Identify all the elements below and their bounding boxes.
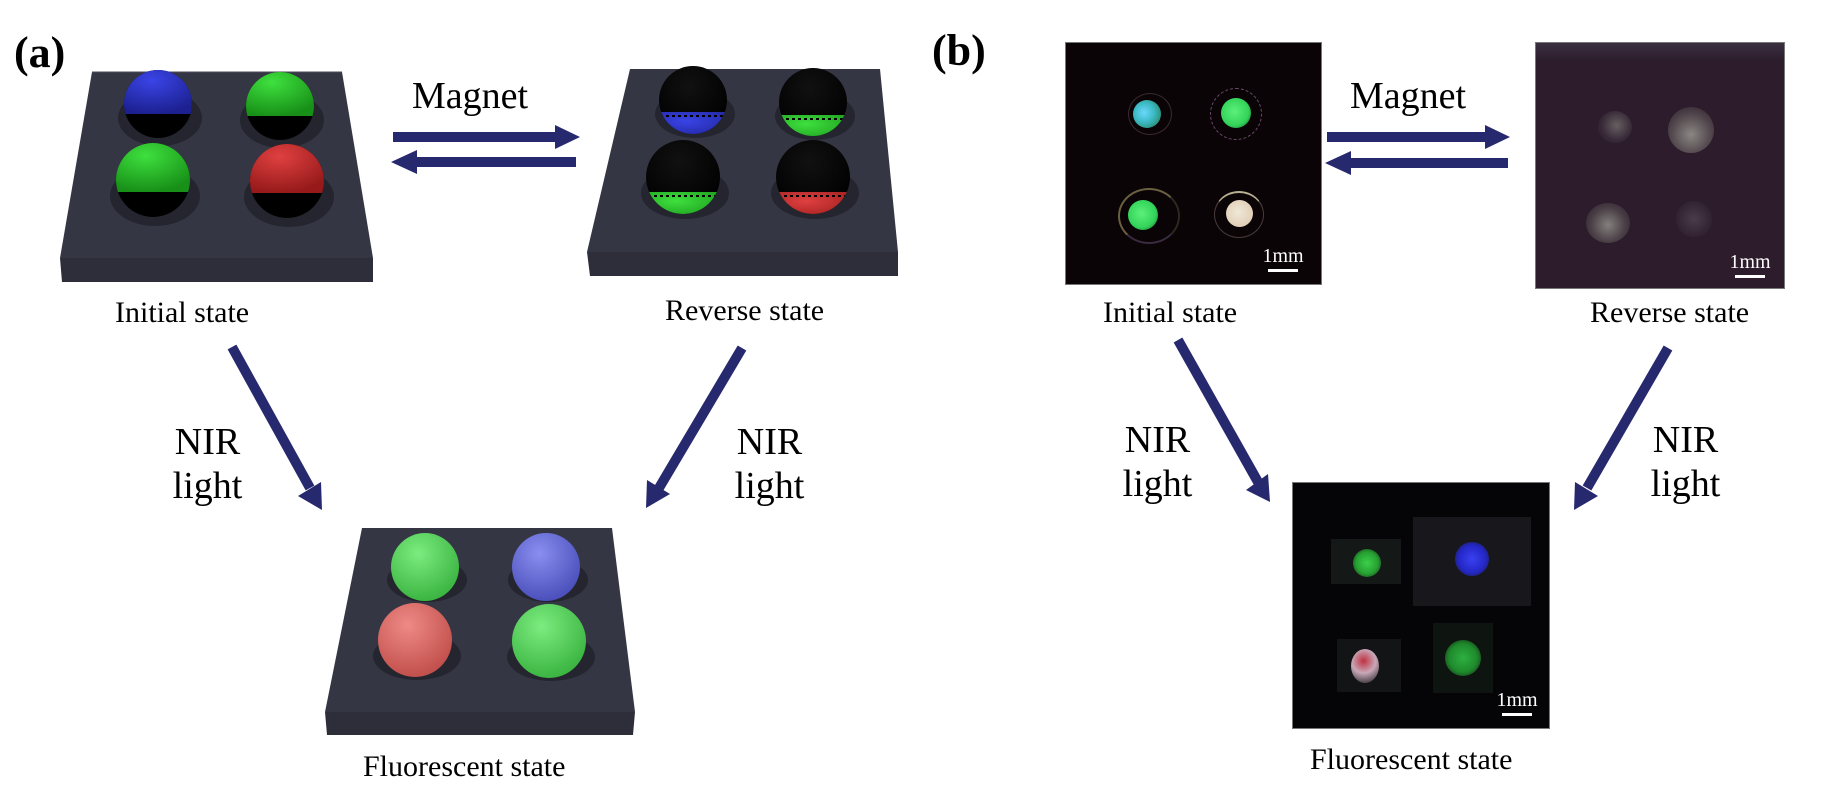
magnet-backward-arrow-a: [391, 150, 576, 174]
magnet-label-a: Magnet: [412, 75, 529, 117]
nir-text: NIR: [736, 421, 803, 463]
magnet-forward-arrow-a: [393, 125, 580, 149]
spot-green-bottom: [1445, 640, 1481, 676]
nir-text: NIR: [174, 421, 241, 463]
nir-light-label-right-a: NIR light: [722, 420, 817, 508]
reverse-sphere-green-top: [775, 68, 855, 140]
reverse-sphere-green-bottom: [641, 140, 729, 219]
fluorescent-sphere-red: [373, 603, 461, 680]
spot-green-top: [1353, 549, 1381, 577]
scale-bar-label: 1mm: [1729, 251, 1771, 273]
nir-light-label-right-b: NIR light: [1638, 418, 1733, 506]
fluorescent-sphere-blue: [508, 533, 588, 602]
nir-arrow-left-b: [1173, 337, 1270, 502]
scale-bar-line: [1268, 269, 1298, 272]
scale-bar-initial: 1mm: [1257, 246, 1309, 272]
light-text: light: [172, 465, 243, 507]
scale-bar-label: 1mm: [1262, 245, 1304, 267]
fluorescent-state-caption-b: Fluorescent state: [1310, 743, 1513, 776]
nir-text: NIR: [1652, 419, 1719, 461]
ghost-spot: [1586, 203, 1630, 243]
fluorescent-state-caption-a: Fluorescent state: [363, 750, 566, 783]
scale-bar-line: [1735, 275, 1765, 278]
magnet-forward-arrow-b: [1327, 125, 1510, 149]
well-ring: [1128, 93, 1172, 135]
nir-arrow-left-a: [227, 344, 322, 510]
initial-sphere-red: [244, 144, 334, 227]
scale-bar-fluorescent: 1mm: [1491, 690, 1543, 716]
panel-label-b: (b): [932, 26, 986, 75]
ghost-spot: [1598, 111, 1632, 143]
initial-state-photo: 1mm: [1065, 42, 1322, 285]
reverse-sphere-red: [771, 140, 859, 219]
scale-bar-line: [1502, 713, 1532, 716]
spot-green-bottom: [1128, 200, 1158, 230]
scale-bar-reverse: 1mm: [1724, 252, 1776, 278]
reverse-state-caption-b: Reverse state: [1590, 296, 1750, 329]
nir-arrow-right-a: [646, 345, 747, 508]
well-ring: [1214, 191, 1264, 238]
spot-cyan: [1133, 100, 1161, 128]
initial-platform: [60, 71, 373, 282]
nir-light-label-left-b: NIR light: [1110, 418, 1205, 506]
initial-state-caption-b: Initial state: [1103, 296, 1238, 329]
fluorescent-state-photo: 1mm: [1292, 482, 1550, 729]
reverse-sphere-blue: [655, 66, 735, 138]
spot-green-top: [1221, 98, 1251, 128]
fluorescent-sphere-green-top: [387, 533, 467, 602]
light-text: light: [734, 465, 805, 507]
magnet-backward-arrow-b: [1325, 151, 1508, 175]
magnet-label-b: Magnet: [1350, 75, 1467, 117]
spot-red: [1351, 649, 1379, 683]
reverse-platform: [587, 69, 898, 276]
well-ring: [1118, 188, 1180, 244]
scale-bar-label: 1mm: [1496, 689, 1538, 711]
nir-arrow-right-b: [1574, 345, 1673, 510]
nir-light-label-left-a: NIR light: [160, 420, 255, 508]
ghost-spot: [1668, 107, 1714, 153]
spot-white: [1226, 200, 1253, 227]
spot-blue: [1455, 542, 1489, 576]
well-ring: [1210, 88, 1262, 140]
reverse-state-photo: 1mm: [1535, 42, 1785, 289]
photo-top-shade: [1536, 43, 1784, 61]
initial-state-caption-a: Initial state: [115, 296, 250, 329]
ghost-spot: [1676, 201, 1712, 237]
light-text: light: [1650, 463, 1721, 505]
fluorescent-platform: [325, 528, 635, 735]
light-text: light: [1122, 463, 1193, 505]
fluorescent-sphere-green-bottom: [507, 604, 595, 681]
panel-label-a: (a): [14, 28, 66, 77]
nir-text: NIR: [1124, 419, 1191, 461]
reverse-state-caption-a: Reverse state: [665, 294, 825, 327]
